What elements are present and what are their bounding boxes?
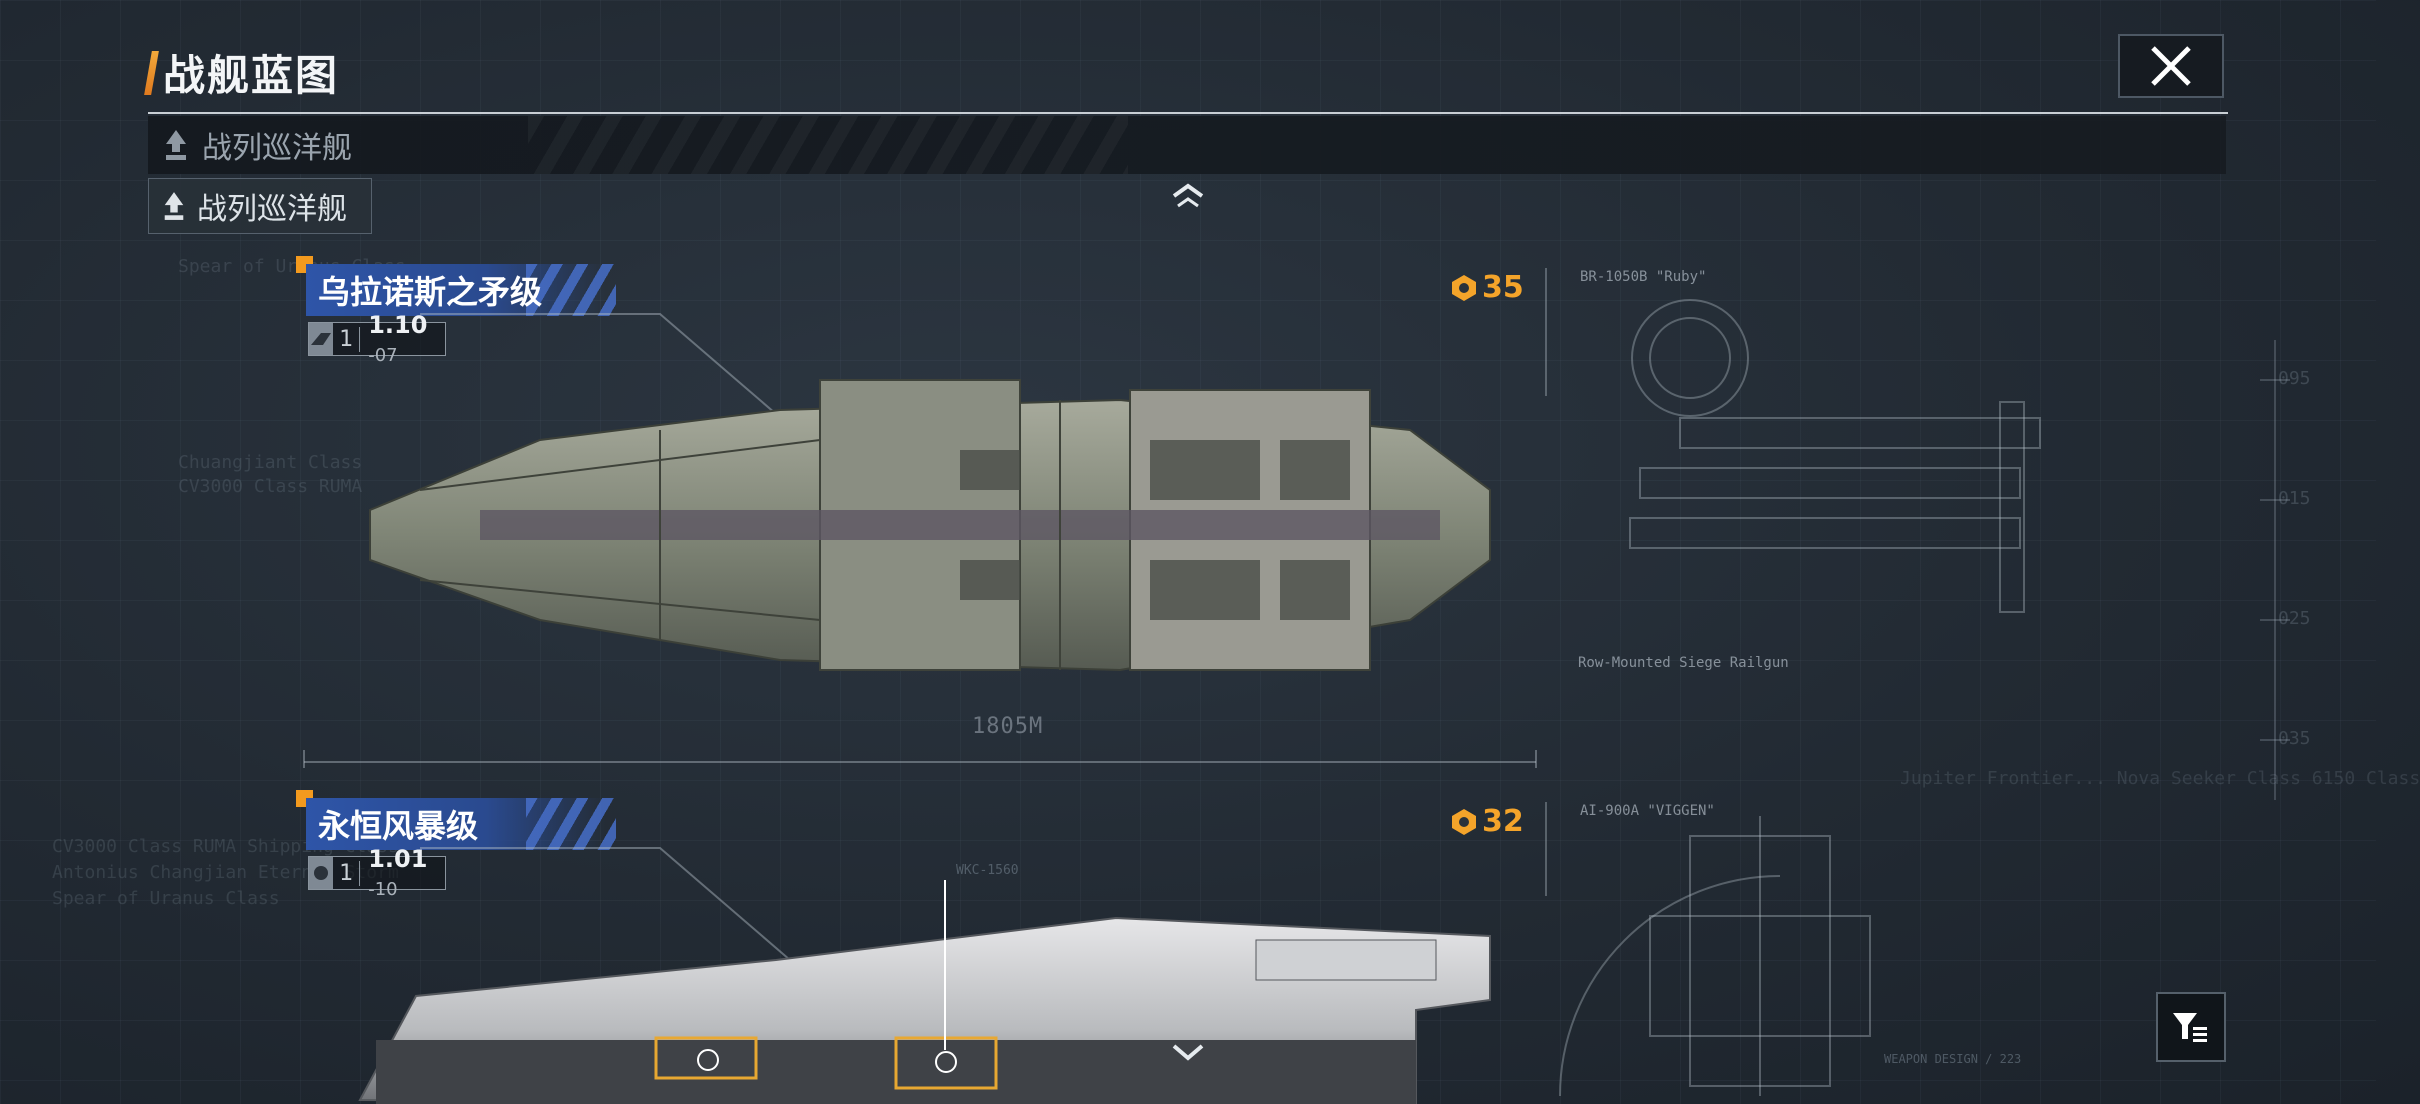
ship-name: 乌拉诺斯之矛级 [318, 273, 543, 311]
side-ruler: 095 015 025 035 [2260, 340, 2311, 800]
bg-text: CV3000 Class RUMA [178, 476, 363, 497]
svg-text:035: 035 [2278, 728, 2311, 749]
bg-text: Chuangjiant Class [178, 452, 363, 473]
class-filter-label: 战列巡洋舰 [202, 131, 352, 166]
command-cost: 35 [1450, 270, 1524, 305]
cost-icon [1452, 808, 1476, 835]
leader-line [420, 313, 791, 427]
weapon-name: AI-900A "VIGGEN" [1580, 803, 1715, 819]
command-cost: 32 [1450, 804, 1524, 839]
version: 1.10 -07 [368, 311, 428, 366]
chevron-up-icon[interactable] [1170, 182, 1206, 208]
header-divider [148, 112, 2228, 114]
decor-stripes [528, 116, 1128, 174]
svg-text:015: 015 [2278, 488, 2311, 509]
manufacturer-icon [309, 857, 334, 889]
cost-value: 32 [1482, 804, 1524, 839]
page-title: 战舰蓝图 [144, 42, 340, 103]
ship-class-icon [166, 130, 186, 160]
ship-image [369, 379, 1491, 672]
ship-class-icon [164, 192, 184, 220]
cost-value: 35 [1482, 270, 1524, 305]
tab-battlecruiser[interactable]: 战列巡洋舰 [148, 178, 372, 234]
ship-name-plate: 乌拉诺斯之矛级 [306, 264, 616, 316]
class-filter-bar[interactable]: 战列巡洋舰 [148, 116, 2226, 174]
cost-icon [1452, 274, 1476, 301]
bg-text: WEAPON DESIGN / 223 [1884, 1052, 2022, 1066]
stat-level: 1 [333, 326, 361, 352]
weapon-blueprint [1545, 268, 2041, 613]
ship-name-plate: 永恒风暴级 [306, 798, 616, 850]
bg-text: Jupiter Frontier... Nova Seeker Class 61… [1900, 768, 2420, 789]
title-text: 战舰蓝图 [163, 51, 340, 100]
ship-stat-box: 1 1.10 -07 [308, 311, 447, 366]
filter-icon [2173, 1013, 2207, 1042]
close-icon [2151, 46, 2191, 86]
length-ruler [303, 750, 1537, 768]
weapon-name: Row-Mounted Siege Railgun [1578, 655, 1789, 671]
chevron-down-icon[interactable] [1170, 1042, 1206, 1064]
callout-line [944, 880, 946, 1050]
tab-label: 战列巡洋舰 [197, 192, 347, 227]
weapon-blueprint [1545, 802, 1871, 1097]
callout-label: WKC-1560 [956, 863, 1019, 878]
manufacturer-icon [309, 323, 334, 355]
stat-level: 1 [333, 860, 361, 886]
svg-text:025: 025 [2278, 608, 2311, 629]
leader-line [420, 847, 791, 961]
weapon-name: BR-1050B "Ruby" [1580, 269, 1707, 285]
svg-text:095: 095 [2278, 368, 2311, 389]
version: 1.01 -10 [368, 845, 428, 900]
ship-image [358, 916, 1491, 1104]
ship-length: 1805M [972, 714, 1044, 739]
ship-name: 永恒风暴级 [318, 807, 479, 845]
filter-button[interactable] [2156, 992, 2226, 1062]
ship-stat-box: 1 1.01 -10 [308, 845, 447, 900]
bg-text: Spear of Uranus Class [52, 888, 280, 909]
close-button[interactable] [2118, 34, 2224, 98]
